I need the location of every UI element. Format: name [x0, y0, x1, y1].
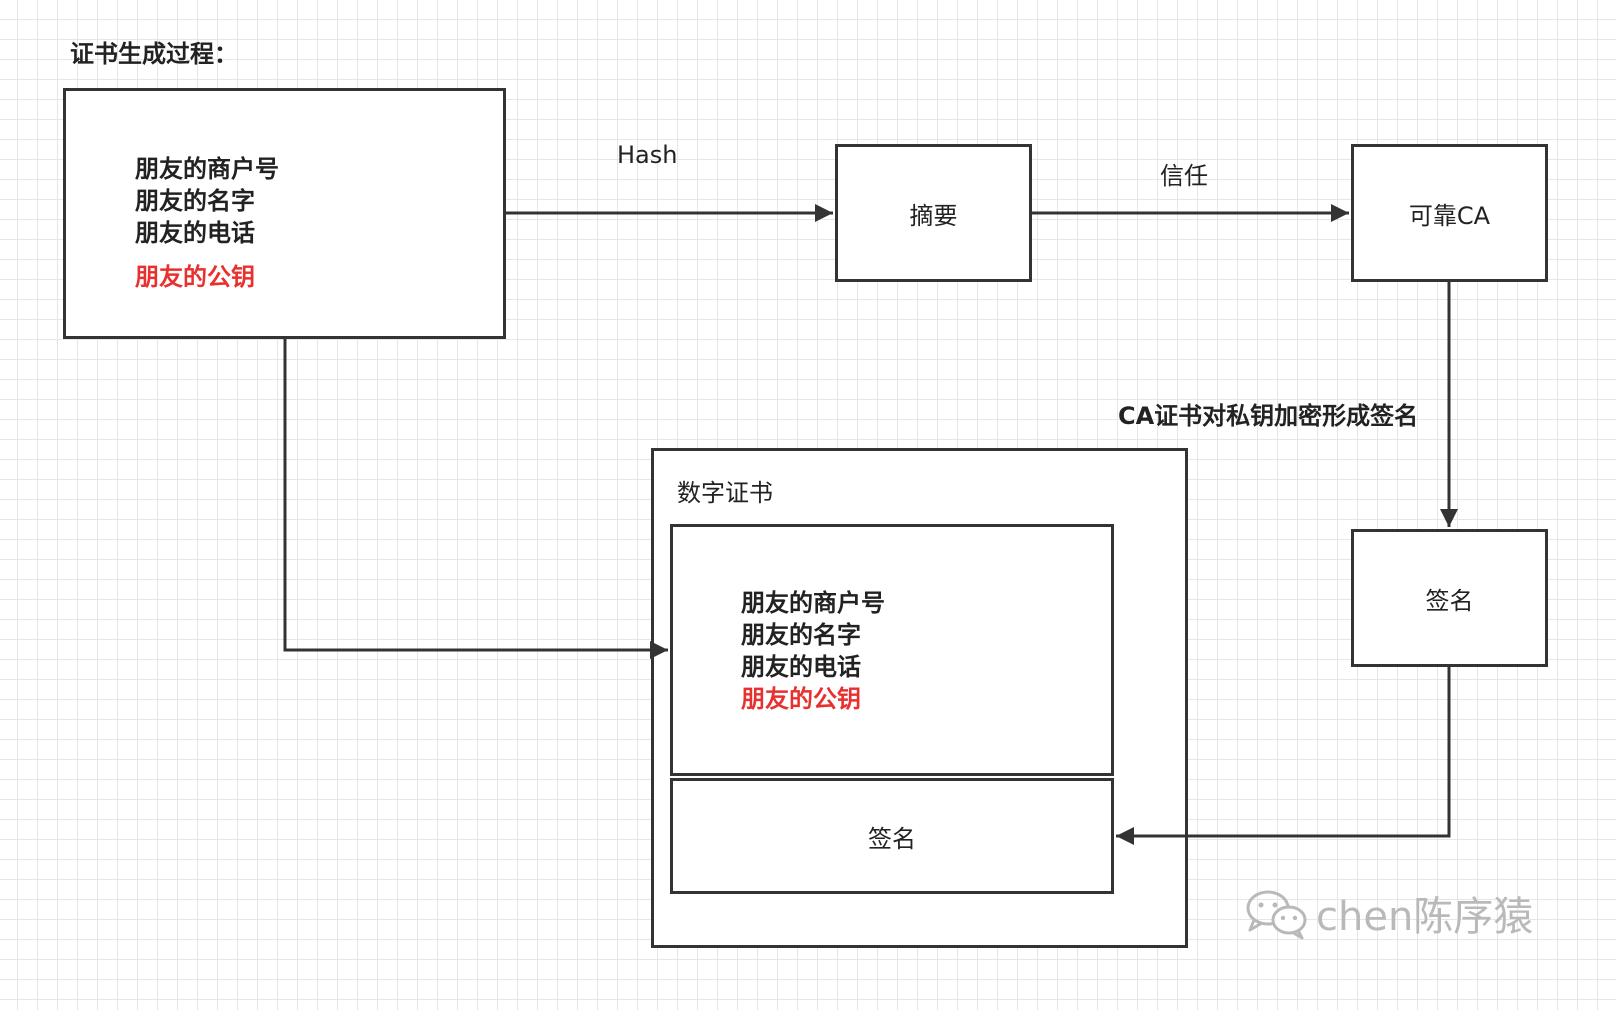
trusted-ca-label: 可靠CA — [1408, 201, 1491, 230]
certificate-line-merchant-id: 朋友的商户号 — [741, 589, 885, 617]
encrypt-label: CA证书对私钥加密形成签名 — [1118, 402, 1419, 430]
diagram-title: 证书生成过程： — [70, 40, 238, 68]
watermark: chen陈序猿 — [1244, 884, 1533, 942]
certificate-line-phone: 朋友的电话 — [741, 653, 861, 681]
hash-label: Hash — [617, 141, 678, 169]
watermark-text: chen陈序猿 — [1316, 894, 1534, 940]
info-to-certificate-arrow — [283, 339, 668, 659]
signature-to-certificate-arrow — [1116, 667, 1451, 845]
source-line-merchant-id: 朋友的商户号 — [135, 155, 279, 183]
certificate-signature-label: 签名 — [868, 824, 916, 853]
digest-label: 摘要 — [909, 201, 958, 230]
certificate-line-public-key: 朋友的公钥 — [741, 685, 861, 713]
digest-box: 摘要 — [835, 144, 1032, 282]
trust-label: 信任 — [1160, 162, 1208, 190]
trusted-ca-box: 可靠CA — [1351, 144, 1548, 282]
source-info-box: 朋友的商户号 朋友的名字 朋友的电话 朋友的公钥 — [63, 88, 506, 339]
certificate-info-lines: 朋友的商户号 朋友的名字 朋友的电话 朋友的公钥 — [741, 587, 885, 715]
source-line-public-key: 朋友的公钥 — [135, 263, 255, 291]
source-info-lines: 朋友的商户号 朋友的名字 朋友的电话 朋友的公钥 — [135, 153, 279, 293]
certificate-title: 数字证书 — [677, 479, 773, 507]
signature-box: 签名 — [1351, 529, 1548, 667]
certificate-line-name: 朋友的名字 — [741, 621, 861, 649]
source-line-name: 朋友的名字 — [135, 187, 255, 215]
signature-label: 签名 — [1425, 586, 1474, 615]
wechat-icon — [1246, 890, 1307, 940]
certificate-info-box: 朋友的商户号 朋友的名字 朋友的电话 朋友的公钥 — [670, 524, 1114, 776]
source-line-phone: 朋友的电话 — [135, 219, 255, 247]
certificate-signature-box: 签名 — [670, 778, 1114, 894]
